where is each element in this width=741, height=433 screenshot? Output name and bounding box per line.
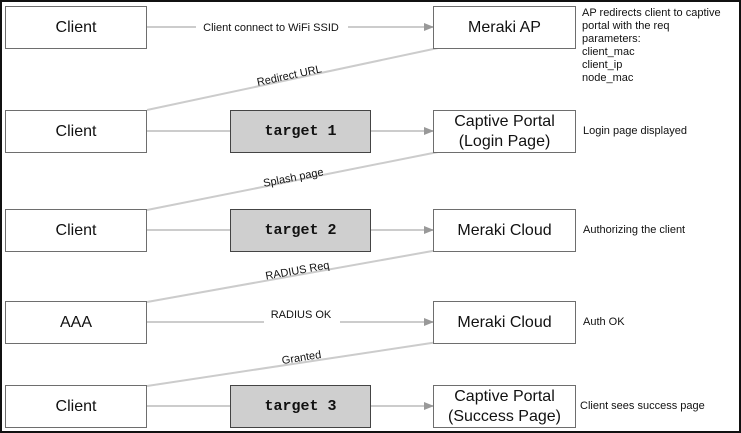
target-2-box: target 2 — [230, 209, 371, 252]
diagonal-3 — [146, 249, 439, 303]
diagonal-1 — [146, 47, 439, 111]
diagonal-label-3: RADIUS Req — [265, 260, 331, 283]
client-box-2: Client — [5, 110, 147, 153]
note-row1: AP redirects client to captive portal wi… — [582, 7, 732, 85]
note-row4: Auth OK — [583, 316, 625, 328]
aaa-box: AAA — [5, 301, 147, 344]
note-row1-line: node_mac — [582, 72, 634, 84]
diagonal-label-2: Splash page — [262, 166, 324, 189]
captive-portal-success-line2: (Success Page) — [448, 407, 561, 425]
meraki-ap-box: Meraki AP — [433, 6, 576, 49]
captive-portal-success-line1: Captive Portal — [454, 387, 555, 405]
client-box-5: Client — [5, 385, 147, 428]
captive-portal-success-box: Captive Portal (Success Page) — [433, 385, 576, 428]
client-box-3: Client — [5, 209, 147, 252]
diagonal-2 — [146, 151, 439, 211]
target-3-box: target 3 — [230, 385, 371, 428]
arrow-label-row4: RADIUS OK — [271, 309, 332, 321]
meraki-cloud-box-2: Meraki Cloud — [433, 301, 576, 344]
captive-portal-login-line1: Captive Portal — [454, 112, 555, 130]
note-row3: Authorizing the client — [583, 224, 686, 236]
captive-portal-login-line2: (Login Page) — [458, 132, 551, 150]
captive-portal-login-box: Captive Portal (Login Page) — [433, 110, 576, 153]
note-row1-line: AP redirects client to captive — [582, 7, 721, 19]
note-row1-line: parameters: — [582, 33, 641, 45]
target-1-box: target 1 — [230, 110, 371, 153]
note-row1-line: client_mac — [582, 46, 635, 58]
diagonal-4 — [146, 341, 439, 387]
diagonal-label-1: Redirect URL — [256, 63, 323, 88]
meraki-cloud-box-1: Meraki Cloud — [433, 209, 576, 252]
note-row1-line: client_ip — [582, 59, 623, 71]
note-row5: Client sees success page — [580, 400, 705, 412]
note-row2: Login page displayed — [583, 125, 687, 137]
arrow-label-row1: Client connect to WiFi SSID — [203, 22, 339, 34]
client-box-1: Client — [5, 6, 147, 49]
diagonal-label-4: Granted — [281, 349, 322, 367]
note-row1-line: portal with the req — [582, 20, 670, 32]
